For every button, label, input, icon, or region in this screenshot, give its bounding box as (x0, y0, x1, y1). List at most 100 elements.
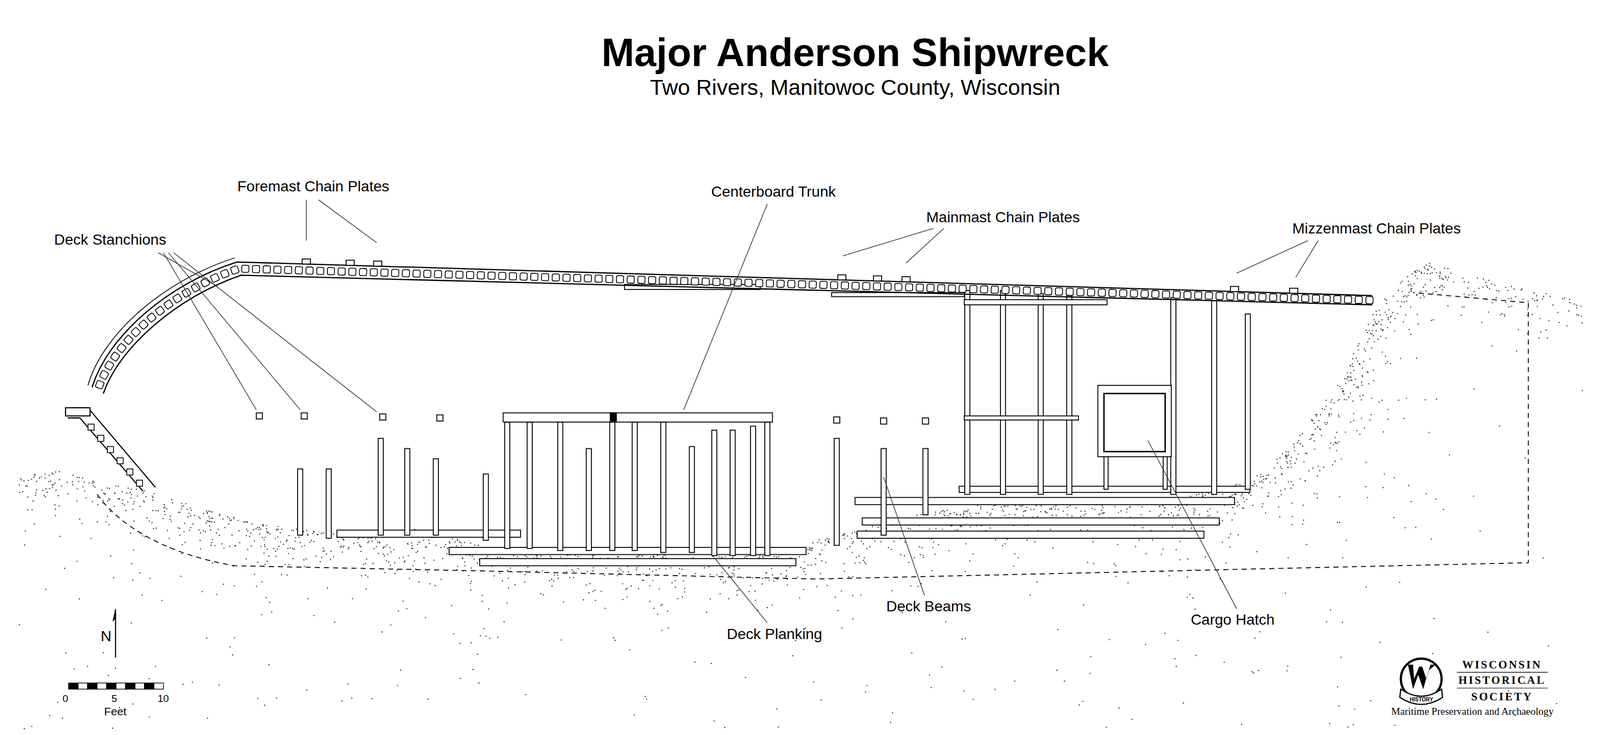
drawing-part (825, 539, 827, 541)
drawing-part (1405, 397, 1407, 399)
drawing-part (1204, 556, 1206, 558)
drawing-part (1505, 301, 1507, 303)
drawing-part (1129, 506, 1131, 508)
drawing-part (1467, 287, 1469, 289)
drawing-part (1361, 381, 1363, 383)
drawing-part (557, 575, 559, 577)
drawing-part (1356, 360, 1358, 362)
drawing-part (1101, 505, 1103, 507)
drawing-part (180, 502, 182, 504)
drawing-part (304, 545, 306, 547)
drawing-part (1581, 390, 1583, 392)
drawing-part (1402, 321, 1404, 323)
drawing-part (114, 668, 116, 670)
drawing-part (621, 583, 623, 585)
drawing-part (682, 580, 684, 582)
drawing-part (969, 526, 971, 528)
drawing-part (464, 541, 466, 543)
drawing-part (1152, 539, 1154, 541)
drawing-part (910, 652, 912, 654)
drawing-part (1259, 481, 1261, 483)
drawing-part (230, 520, 232, 522)
drawing-part (166, 530, 168, 532)
drawing-part (1410, 306, 1412, 308)
drawing-part (275, 529, 277, 531)
drawing-part (486, 555, 488, 557)
drawing-part (1524, 457, 1526, 459)
drawing-part (182, 505, 184, 507)
drawing-part (834, 597, 836, 599)
drawing-part (1303, 461, 1305, 463)
drawing-part (1504, 315, 1506, 317)
drawing-part (733, 573, 735, 575)
drawing-part (92, 485, 94, 487)
drawing-part (1325, 621, 1327, 623)
drawing-part (1482, 278, 1484, 280)
drawing-part (618, 568, 620, 570)
drawing-part (678, 568, 680, 570)
drawing-part (281, 574, 283, 576)
drawing-part (1313, 493, 1315, 495)
drawing-part (810, 564, 812, 566)
drawing-part (92, 481, 94, 483)
drawing-part (824, 545, 826, 547)
drawing-part (1262, 482, 1264, 484)
drawing-part (1051, 515, 1053, 517)
drawing-part (851, 552, 853, 554)
drawing-part (645, 699, 647, 701)
drawing-part (459, 643, 461, 645)
drawing-part (1360, 399, 1362, 401)
drawing-part (292, 530, 294, 532)
drawing-part (630, 586, 632, 588)
drawing-part (819, 573, 821, 575)
drawing-part (963, 510, 965, 512)
drawing-part (980, 506, 982, 508)
drawing-part (708, 566, 710, 568)
drawing-part (986, 512, 988, 514)
drawing-part (1277, 496, 1279, 498)
drawing-part (930, 687, 932, 689)
drawing-part (102, 652, 104, 654)
drawing-part (440, 579, 442, 581)
drawing-part (1356, 430, 1358, 432)
drawing-part (841, 627, 843, 629)
drawing-part (814, 564, 816, 566)
drawing-part (807, 564, 809, 566)
drawing-part (418, 541, 420, 543)
drawing-part (772, 581, 774, 583)
drawing-part (990, 513, 992, 515)
drawing-part (1375, 330, 1377, 332)
drawing-part (264, 564, 266, 566)
drawing-part (1262, 503, 1264, 505)
drawing-part (1533, 292, 1535, 294)
drawing-part (144, 536, 146, 538)
drawing-part (85, 497, 87, 499)
drawing-part (497, 556, 499, 558)
drawing-part (592, 570, 594, 572)
drawing-part (165, 508, 167, 510)
drawing-part (1400, 282, 1402, 284)
drawing-part (1499, 314, 1501, 316)
drawing-part (252, 529, 254, 531)
drawing-part (27, 509, 29, 511)
drawing-part (132, 579, 134, 581)
drawing-part (945, 621, 947, 623)
drawing-part (261, 581, 263, 583)
drawing-part (1338, 414, 1340, 416)
drawing-part (1481, 322, 1483, 324)
drawing-part (1488, 280, 1490, 282)
drawing-part (1569, 302, 1571, 304)
drawing-part (1194, 609, 1196, 611)
drawing-part (585, 584, 587, 586)
drawing-part (1441, 277, 1443, 279)
drawing-part (52, 484, 54, 486)
drawing-part (637, 588, 639, 590)
drawing-part (125, 492, 127, 494)
drawing-part (776, 708, 778, 710)
drawing-part (363, 564, 365, 566)
drawing-part (577, 556, 579, 558)
drawing-part (269, 533, 271, 535)
drawing-part (381, 632, 383, 634)
drawing-part (192, 523, 194, 525)
drawing-part (60, 485, 62, 487)
